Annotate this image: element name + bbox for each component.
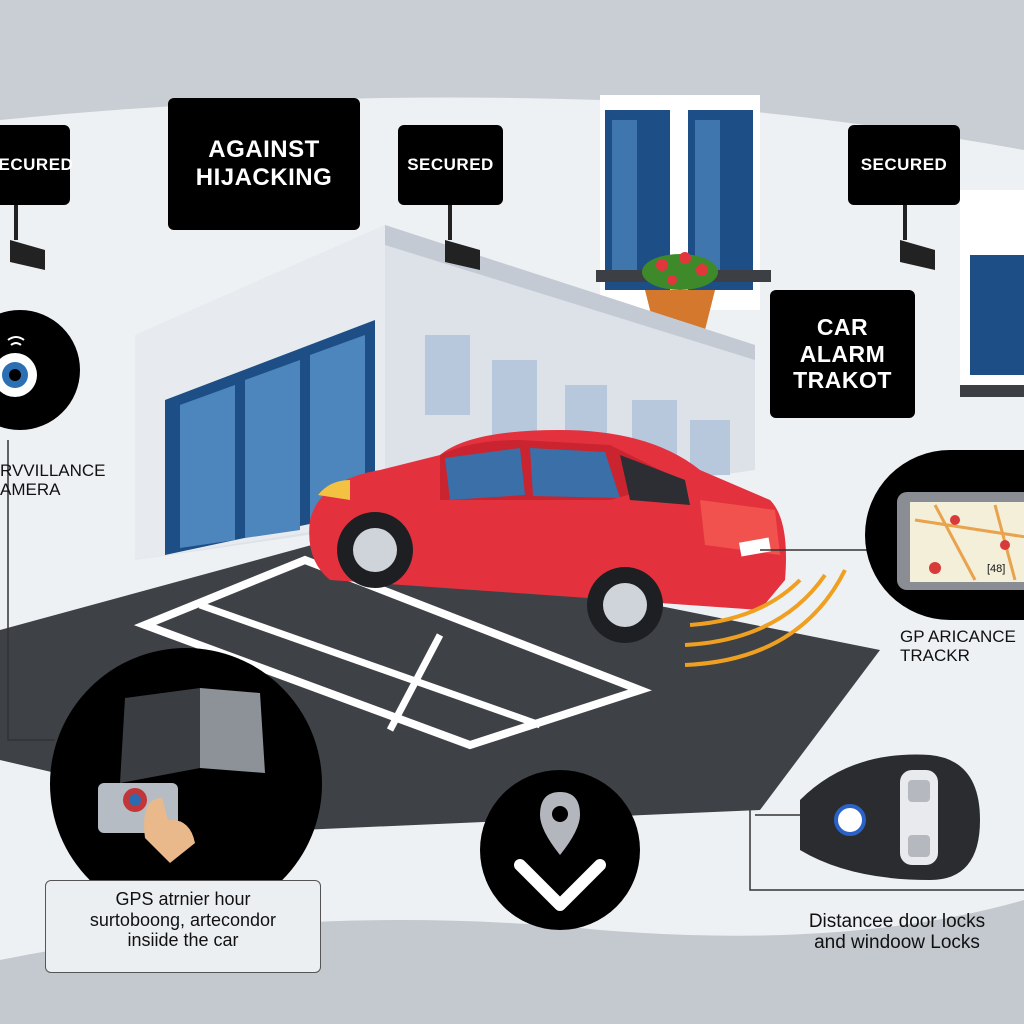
- key-fob-icon: [800, 754, 980, 880]
- location-pin-icon: [540, 792, 580, 855]
- gps-screen-readout: [48]: [985, 563, 1008, 575]
- transponder-caption-box: GPS atrnier hour surtoboong, artecondor …: [45, 880, 321, 973]
- gps-navigator-icon: [897, 492, 1024, 590]
- security-camera-1: [10, 205, 45, 270]
- transponder-circle: [50, 648, 322, 920]
- red-car: [309, 430, 786, 643]
- surveillance-camera-caption: RVVILLANCE AMERA: [0, 461, 106, 499]
- eye-icon: [0, 336, 37, 397]
- security-camera-3: [900, 205, 935, 270]
- connector-lines: [7, 440, 1024, 891]
- gps-tracker-caption: GP ARICANCE TRACKR: [900, 627, 1016, 665]
- flower-pot: [642, 252, 718, 330]
- sky-band: [0, 0, 1024, 150]
- transponder-card-icon: [98, 688, 265, 863]
- chevron-down-icon: [514, 859, 606, 911]
- location-circle: [480, 770, 640, 930]
- secured-label-mid: SECURED: [398, 125, 503, 205]
- alarm-signal-waves: [684, 569, 847, 667]
- against-hijacking-label: AGAINST HIJACKING: [168, 98, 360, 230]
- door-locks-caption: Distancee door locks and windoow Locks: [808, 911, 986, 953]
- gps-tracker-circle: [865, 450, 1024, 620]
- secured-label-right: SECURED: [848, 125, 960, 205]
- secured-label-left: SECURED: [0, 125, 73, 205]
- garage-building: [135, 225, 755, 560]
- security-camera-2: [445, 205, 480, 270]
- car-alarm-label: CAR ALARM TRAKOT: [770, 290, 915, 418]
